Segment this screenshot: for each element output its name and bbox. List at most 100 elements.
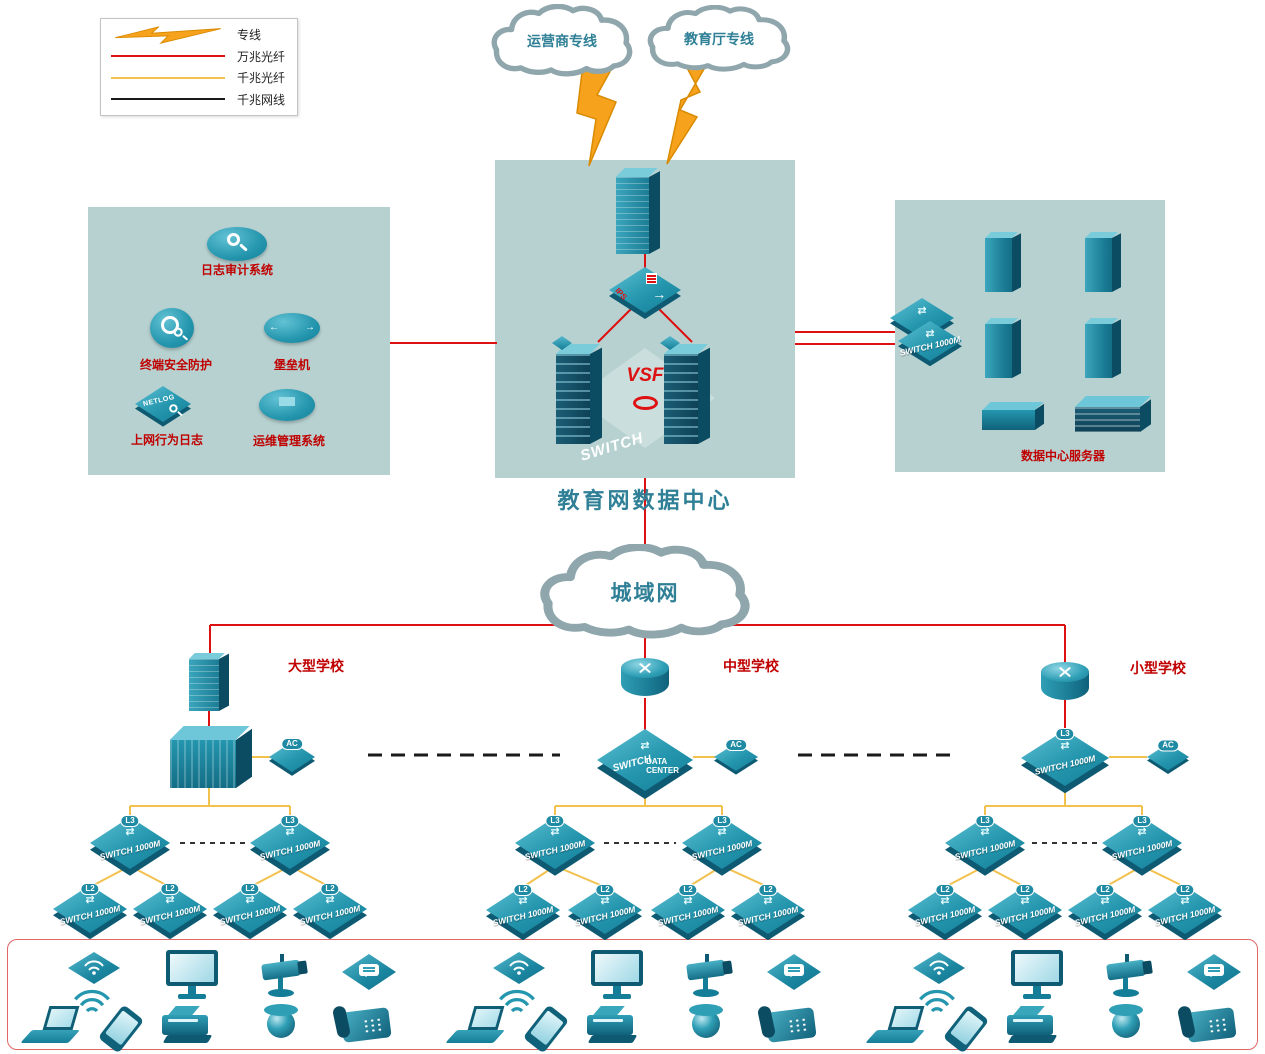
magnifier-icon: [227, 233, 251, 257]
device-group-2: [445, 946, 837, 1054]
legend-label: 专线: [237, 28, 262, 43]
l2-switch: L2 SWITCH 1000M: [53, 882, 127, 940]
cloud-man: 城域网: [534, 544, 756, 640]
core-datacenter-label: DATA CENTER: [646, 757, 679, 776]
dome-camera-icon: [262, 1004, 302, 1044]
legend-label: 千兆光纤: [237, 71, 286, 86]
large-school-gateway: [189, 653, 229, 711]
device-group-3: [865, 946, 1257, 1054]
printer-icon: [162, 1002, 213, 1046]
datacenter-title: 教育网数据中心: [557, 488, 733, 513]
l3-switch: L3 SWITCH 1000M: [1102, 815, 1182, 876]
ops-management-icon: [259, 389, 315, 421]
l2-switch: L2 SWITCH 1000M: [651, 883, 725, 941]
log-audit-icon: [207, 227, 267, 261]
vsf-server-1: [556, 344, 602, 444]
l2-badge: L2: [758, 883, 778, 896]
cloud-shape: [540, 544, 750, 639]
l2-badge: L2: [513, 883, 533, 896]
l2-badge: L2: [595, 883, 615, 896]
cloud-isp: 运营商专线: [487, 4, 637, 78]
cloud-man-label: 城域网: [610, 581, 680, 605]
chat-terminal-icon: [342, 954, 396, 990]
school-small-label: 小型学校: [1130, 660, 1186, 676]
cloud-edu: 教育厅专线: [643, 5, 795, 73]
l2-badge: L2: [160, 882, 180, 895]
bastion-host-icon: [264, 313, 320, 343]
chat-terminal-icon: [1187, 954, 1241, 990]
vsf-label: VSF: [626, 365, 664, 386]
chat-terminal-icon: [767, 954, 821, 990]
laptop-icon: [445, 1006, 513, 1048]
desk-phone-icon: [756, 1004, 818, 1046]
storage-array: [1075, 396, 1152, 432]
l3-switch: L3 SWITCH 1000M: [515, 815, 595, 876]
ops-management-label: 运维管理系统: [252, 434, 326, 448]
ips-switch: IPS: [609, 267, 681, 319]
ac-badge: AC: [1157, 739, 1179, 752]
l3-badge: L3: [712, 815, 732, 828]
datacenter-server: [1085, 318, 1121, 378]
ac-badge: AC: [281, 738, 303, 751]
cloud-isp-label: 运营商专线: [527, 33, 597, 49]
legend-label: 千兆网线: [237, 92, 286, 107]
netlog-device: NETLOG: [135, 386, 191, 427]
l2-switch: L2 SWITCH 1000M: [293, 882, 367, 940]
l2-badge: L2: [240, 882, 260, 895]
l2-switch: L2 SWITCH 1000M: [133, 882, 207, 940]
bastion-host-label: 堡垒机: [273, 358, 311, 372]
dome-camera-icon: [687, 1004, 727, 1044]
l2-switch: L2 SWITCH 1000M: [988, 883, 1062, 941]
medium-school-router: [621, 658, 669, 698]
monitor-icon: [1011, 950, 1065, 1000]
log-audit-label: 日志审计系统: [200, 263, 274, 277]
arrow-right-icon: [305, 322, 315, 333]
legend-row-1g-fiber: 千兆光纤: [109, 67, 289, 88]
l2-badge: L2: [80, 882, 100, 895]
ptz-camera-icon: [256, 954, 312, 1000]
small-school-core-switch: L3 SWITCH 1000M: [1021, 728, 1109, 794]
l2-badge: L2: [1015, 883, 1035, 896]
device-group-1: [20, 946, 412, 1054]
l3-badge: L3: [120, 815, 140, 828]
l3-switch: L3 SWITCH 1000M: [682, 815, 762, 876]
dome-camera-icon: [1107, 1004, 1147, 1044]
school-large-label: 大型学校: [288, 658, 344, 674]
arrow-left-icon: [269, 322, 279, 333]
datacenter-server: [985, 232, 1021, 292]
endpoint-security-icon: [150, 308, 194, 348]
ptz-camera-icon: [681, 954, 737, 1000]
l3-badge: L3: [975, 815, 995, 828]
l2-badge: L2: [320, 882, 340, 895]
vsf-server-2: [664, 344, 710, 444]
l2-badge: L2: [1095, 883, 1115, 896]
l2-switch: L2 SWITCH 1000M: [486, 883, 560, 941]
datacenter-server: [985, 318, 1021, 378]
speech-bubble-icon: [784, 963, 804, 977]
legend-label: 万兆光纤: [237, 49, 286, 64]
wlan-ap-icon: [68, 952, 120, 984]
l2-badge: L2: [935, 883, 955, 896]
vsf-link-icon: [633, 396, 658, 410]
wifi-signal-icon: [499, 989, 535, 1013]
server-badge-icon: [552, 336, 572, 350]
endpoint-security-label: 终端安全防护: [139, 358, 213, 372]
monitor-icon: [166, 950, 220, 1000]
black-line-icon: [109, 98, 227, 101]
l3-badge: L3: [280, 815, 300, 828]
legend: 专线 万兆光纤 千兆光纤 千兆网线: [100, 18, 298, 116]
desk-phone-icon: [331, 1004, 393, 1046]
speech-bubble-icon: [359, 963, 379, 977]
netlog-label: 上网行为日志: [130, 433, 204, 447]
l3-badge: L3: [545, 815, 565, 828]
l3-switch: L3 SWITCH 1000M: [90, 815, 170, 876]
magnifier-icon: [169, 404, 185, 420]
datacenter-server: [1085, 232, 1121, 292]
printer-icon: [1007, 1002, 1058, 1046]
legend-row-1g-cable: 千兆网线: [109, 89, 289, 110]
l2-switch: L2 SWITCH 1000M: [731, 883, 805, 941]
storage-array: [982, 402, 1044, 430]
ac-badge: AC: [725, 739, 747, 752]
medium-school-core-switch: SWITCH DATA CENTER: [597, 729, 693, 800]
wifi-icon: [509, 960, 529, 975]
